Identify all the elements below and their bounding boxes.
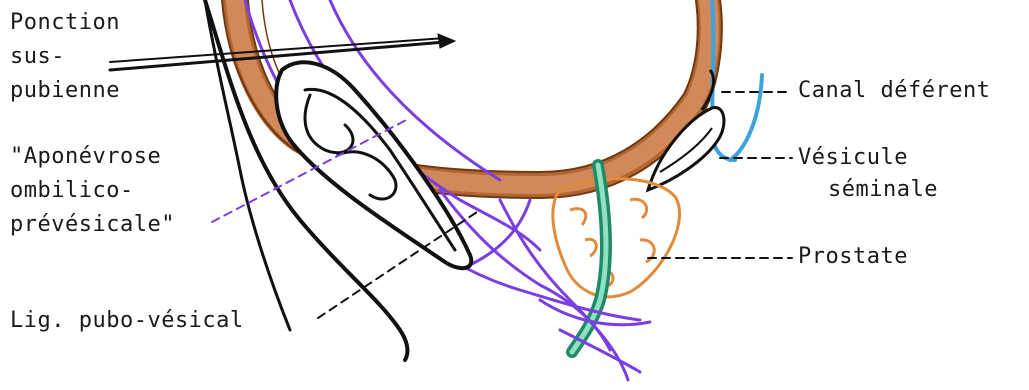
label-aponevrose-3: prévésicale" (10, 210, 175, 240)
label-aponevrose-2: ombilico- (10, 176, 134, 206)
label-canal-deferent: Canal déférent (798, 76, 990, 106)
label-aponevrose-1: "Aponévrose (10, 142, 161, 172)
label-ponction-1: Ponction (10, 8, 120, 38)
label-prostate: Prostate (798, 242, 908, 272)
label-lig-pubo-vesical: Lig. pubo-vésical (10, 306, 244, 336)
label-ponction-2: sus- (10, 42, 65, 72)
label-vesicule-2: séminale (828, 175, 938, 205)
label-vesicule-1: Vésicule (798, 143, 908, 173)
label-ponction-3: pubienne (10, 76, 120, 106)
ponction-needle (110, 34, 455, 70)
